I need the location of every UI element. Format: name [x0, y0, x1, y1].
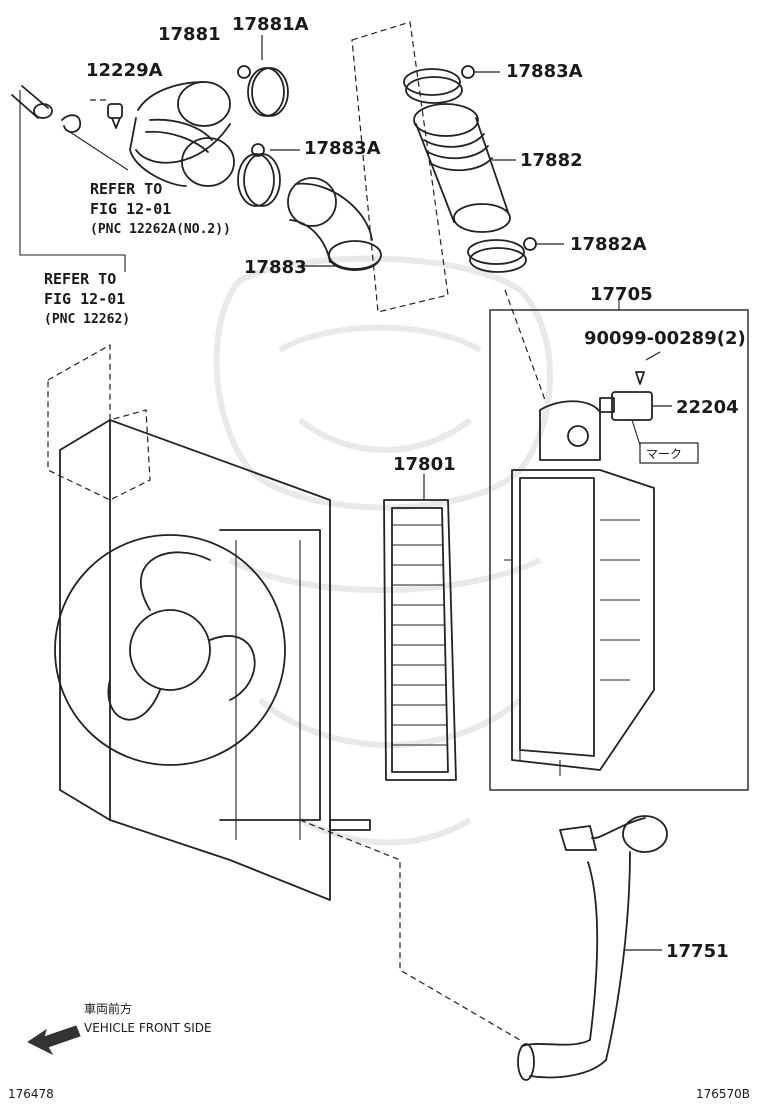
- label-12229A: 12229A: [86, 60, 163, 81]
- vehicle-front-arrow: [27, 1025, 81, 1056]
- radiator-fan-shroud: [47, 343, 521, 1041]
- direction-english: VEHICLE FRONT SIDE: [84, 1021, 212, 1035]
- label-17883A-mid: 17883A: [304, 138, 381, 159]
- footer-right-code: 176570B: [696, 1087, 750, 1101]
- air-inlet-duct-17751: [517, 815, 668, 1081]
- ref2-line2: FIG 12-01: [44, 290, 125, 308]
- watermark-emblem: [213, 255, 553, 846]
- dashed-leader-hose-to-case: [504, 289, 546, 401]
- clamp-17882A: [467, 237, 564, 273]
- clamp-17883A-top: [403, 65, 500, 104]
- air-cleaner-case-box: [489, 309, 749, 791]
- airflow-sensor-22204: [599, 391, 699, 464]
- ref1-line3: (PNC 12262A(NO.2)): [90, 222, 231, 237]
- label-17883A-top: 17883A: [506, 61, 583, 82]
- hose-end-top-left: [11, 85, 126, 272]
- label-17881A: 17881A: [232, 14, 309, 35]
- screw-90099: [635, 351, 661, 385]
- mark-label-box: [639, 442, 699, 464]
- clamp-17883A-middle: [237, 143, 300, 207]
- air-cleaner-hose-17881: [129, 81, 235, 187]
- ref2-line3: (PNC 12262): [44, 312, 130, 327]
- air-cleaner-case-17705: [504, 400, 655, 776]
- elbow-hose-17883: [287, 177, 382, 271]
- air-filter-element-17801: [383, 474, 457, 781]
- label-22204: 22204: [676, 397, 739, 418]
- label-90099: 90099-00289(2): [584, 328, 746, 349]
- label-17883: 17883: [244, 257, 307, 278]
- clamp-17881A: [237, 35, 289, 117]
- label-17751: 17751: [666, 941, 729, 962]
- ref1-line1: REFER TO: [90, 180, 162, 198]
- label-17881: 17881: [158, 24, 221, 45]
- hose-clamp-small: [61, 114, 129, 171]
- label-17882A: 17882A: [570, 234, 647, 255]
- label-17801: 17801: [393, 454, 456, 475]
- label-17882: 17882: [520, 150, 583, 171]
- label-17705: 17705: [590, 284, 653, 305]
- grommet-12229A: [90, 99, 123, 129]
- label-mark: マーク: [646, 447, 682, 461]
- ref1-line2: FIG 12-01: [90, 200, 171, 218]
- ref2-line1: REFER TO: [44, 270, 116, 288]
- direction-japanese: 車両前方: [84, 1001, 132, 1016]
- hose-17882: [413, 103, 516, 233]
- dashed-group-outline: [351, 21, 449, 313]
- footer-left-code: 176478: [8, 1087, 54, 1101]
